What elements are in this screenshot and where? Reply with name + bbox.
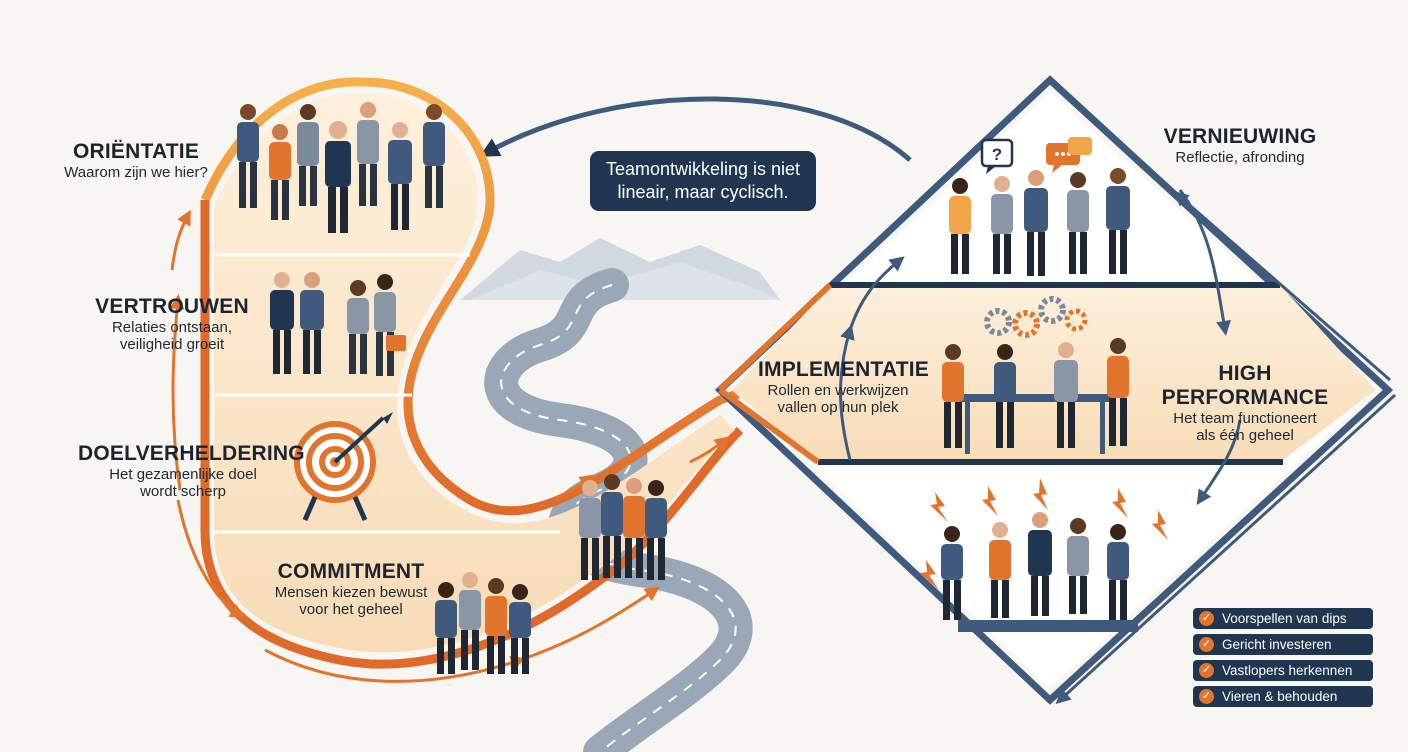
- phase-implementatie-title: IMPLEMENTATIE: [758, 358, 918, 382]
- check-icon: ✓: [1199, 663, 1214, 678]
- checklist-item-label: Vastlopers herkennen: [1222, 663, 1352, 678]
- phase-vernieuwing-sub: Reflectie, afronding: [1160, 149, 1320, 166]
- phase-vertrouwen: VERTROUWEN Relaties ontstaan, veiligheid…: [92, 295, 252, 353]
- phase-vernieuwing-title: VERNIEUWING: [1160, 125, 1320, 149]
- checklist-item: ✓ Gericht investeren: [1193, 634, 1373, 655]
- checklist-item-label: Vieren & behouden: [1222, 689, 1337, 704]
- phase-doelverheldering-sub-1: Het gezamenlijke doel: [78, 466, 288, 483]
- cyclic-callout: Teamontwikkeling is niet lineair, maar c…: [590, 151, 816, 211]
- callout-line-2: lineair, maar cyclisch.: [606, 181, 800, 204]
- check-icon: ✓: [1199, 637, 1214, 652]
- checklist-item: ✓ Vieren & behouden: [1193, 686, 1373, 707]
- phase-implementatie-sub-2: vallen op hun plek: [758, 399, 918, 416]
- phase-commitment-sub-1: Mensen kiezen bewust: [268, 584, 434, 601]
- phase-high-performance-sub-2: als één geheel: [1150, 427, 1340, 444]
- checklist-item-label: Voorspellen van dips: [1222, 611, 1347, 626]
- phase-commitment-sub-2: voor het geheel: [268, 601, 434, 618]
- phase-doelverheldering-title: DOELVERHELDERING: [78, 442, 288, 466]
- benefits-checklist: ✓ Voorspellen van dips ✓ Gericht investe…: [1193, 608, 1373, 712]
- phase-orientatie-sub: Waarom zijn we hier?: [56, 164, 216, 181]
- checklist-item: ✓ Voorspellen van dips: [1193, 608, 1373, 629]
- question-mark: ?: [992, 145, 1002, 164]
- phase-high-performance-title: HIGH PERFORMANCE: [1150, 362, 1340, 410]
- check-icon: ✓: [1199, 689, 1214, 704]
- phase-implementatie: IMPLEMENTATIE Rollen en werkwijzen valle…: [758, 358, 918, 416]
- phase-vertrouwen-title: VERTROUWEN: [92, 295, 252, 319]
- phase-implementatie-sub-1: Rollen en werkwijzen: [758, 382, 918, 399]
- phase-doelverheldering-sub-2: wordt scherp: [78, 483, 288, 500]
- phase-orientatie: ORIËNTATIE Waarom zijn we hier?: [56, 140, 216, 181]
- phase-vertrouwen-sub-1: Relaties ontstaan,: [92, 319, 252, 336]
- checklist-item: ✓ Vastlopers herkennen: [1193, 660, 1373, 681]
- phase-high-performance-sub-1: Het team functioneert: [1150, 410, 1340, 427]
- phase-high-performance: HIGH PERFORMANCE Het team functioneert a…: [1150, 362, 1340, 444]
- phase-doelverheldering: DOELVERHELDERING Het gezamenlijke doel w…: [78, 442, 288, 500]
- checklist-item-label: Gericht investeren: [1222, 637, 1332, 652]
- phase-vernieuwing: VERNIEUWING Reflectie, afronding: [1160, 125, 1320, 166]
- callout-line-1: Teamontwikkeling is niet: [606, 158, 800, 181]
- phase-commitment: COMMITMENT Mensen kiezen bewust voor het…: [268, 560, 434, 618]
- check-icon: ✓: [1199, 611, 1214, 626]
- phase-vertrouwen-sub-2: veiligheid groeit: [92, 336, 252, 353]
- phase-orientatie-title: ORIËNTATIE: [56, 140, 216, 164]
- phase-commitment-title: COMMITMENT: [268, 560, 434, 584]
